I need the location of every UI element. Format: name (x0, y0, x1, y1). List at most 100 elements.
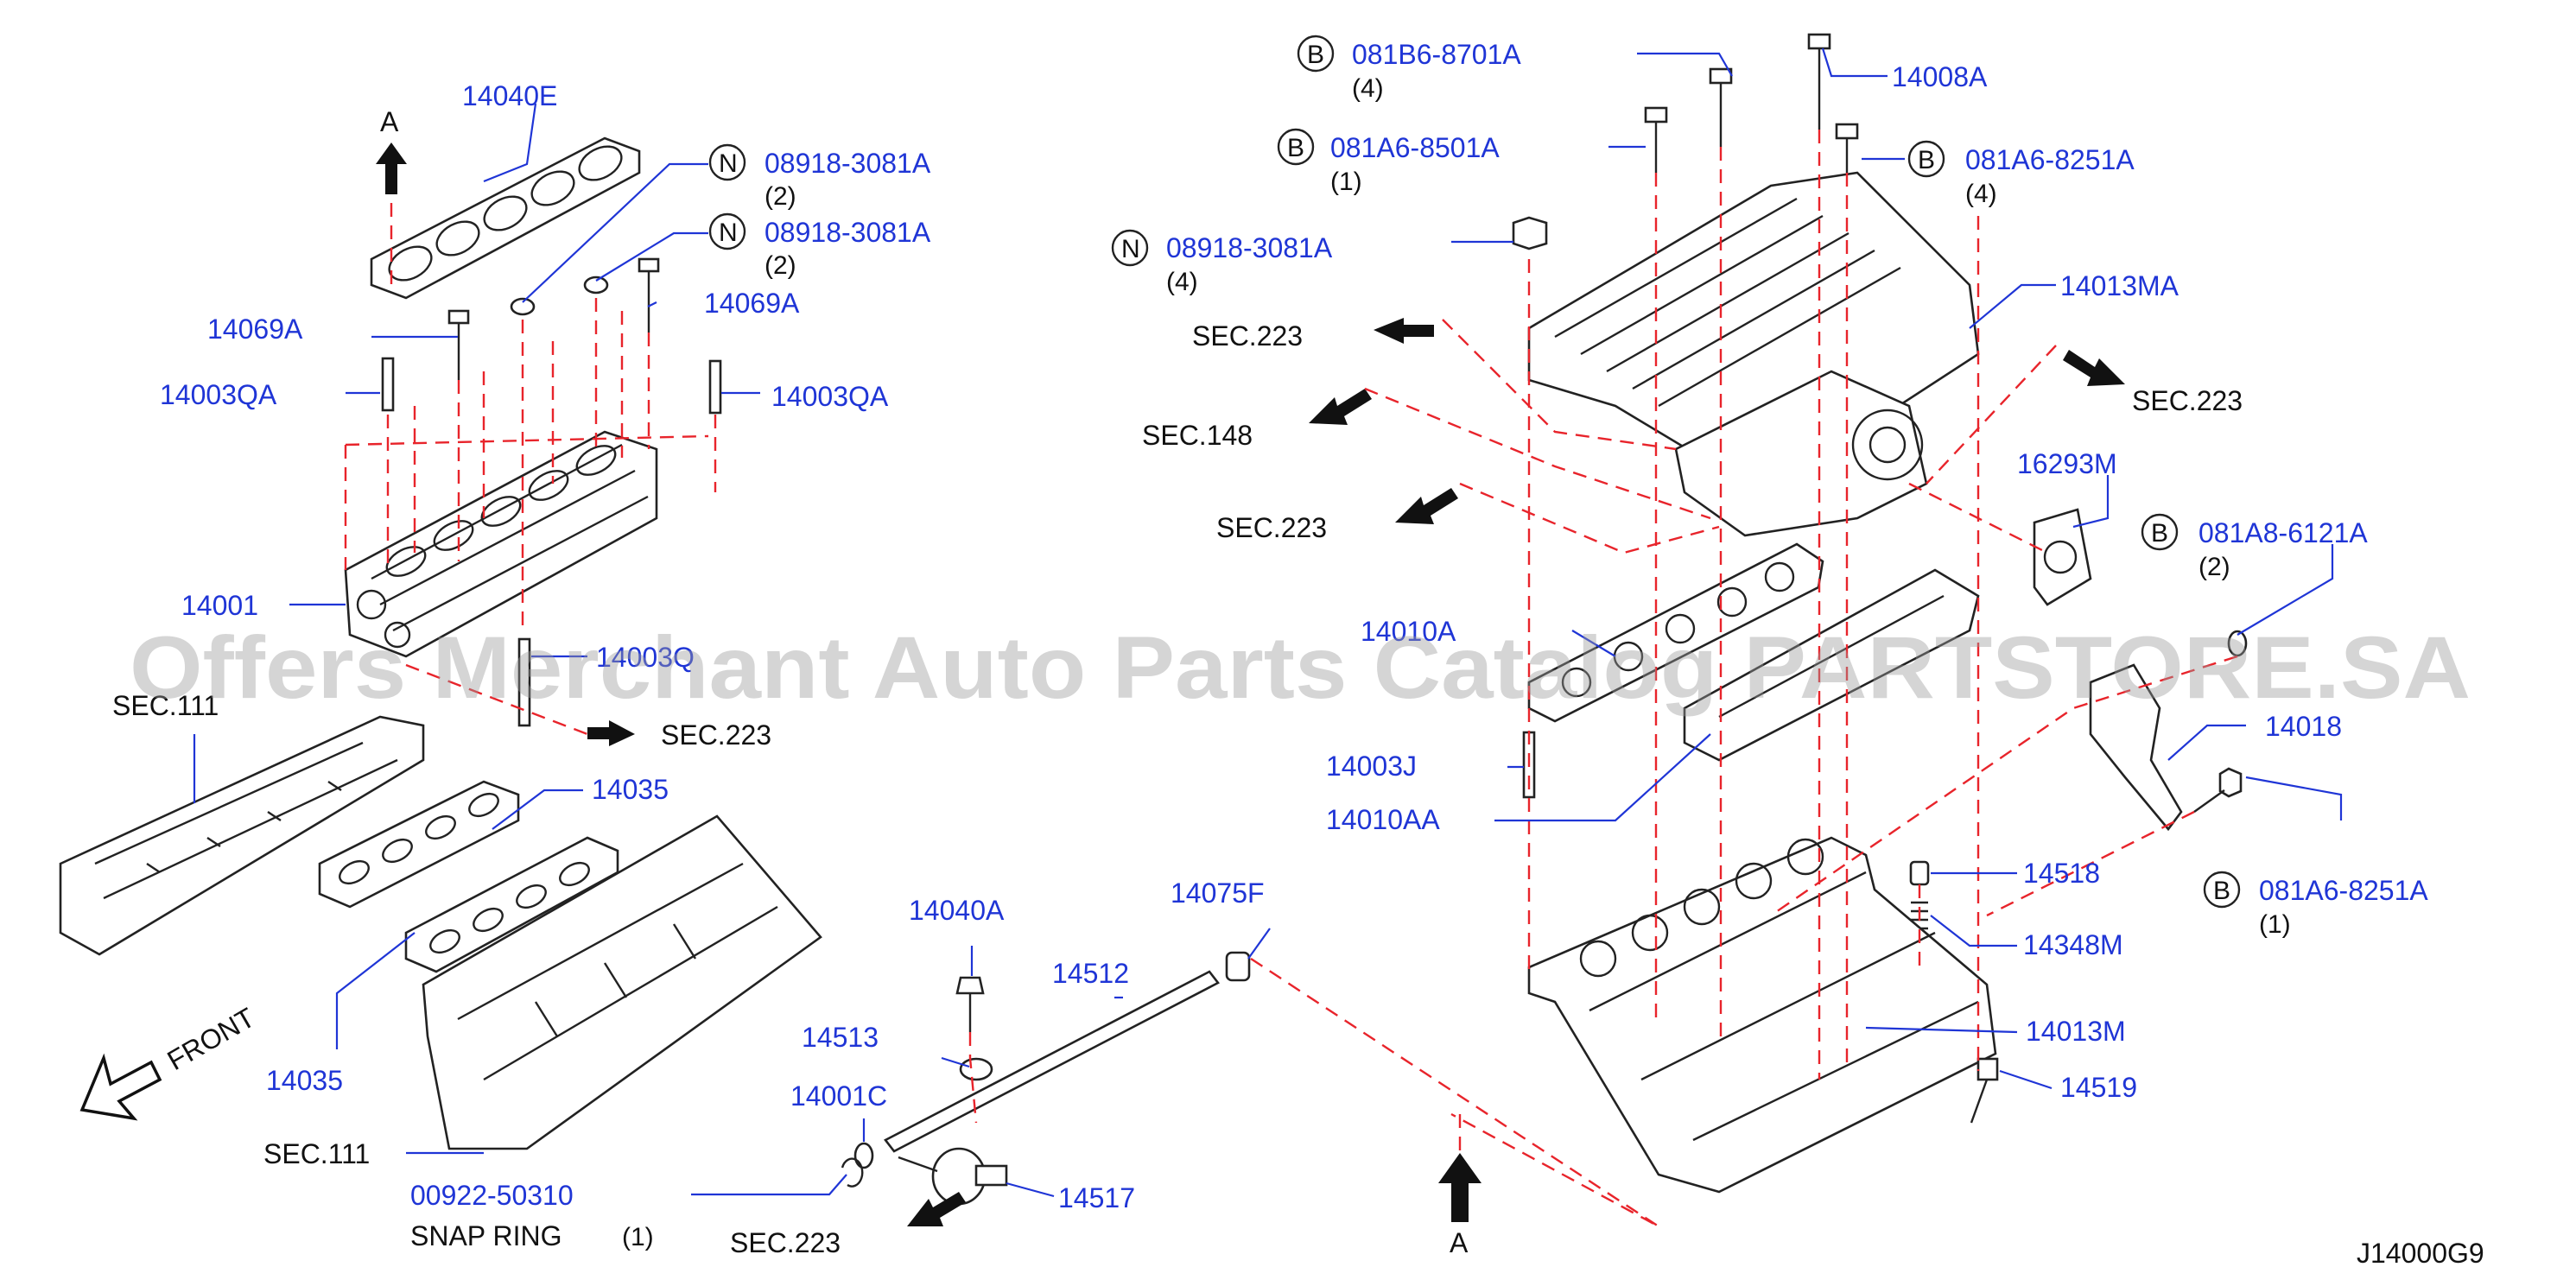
label-14003j[interactable]: 14003J (1326, 751, 1417, 782)
diagram-code: J14000G9 (2357, 1238, 2484, 1269)
label-14003q[interactable]: 14003Q (596, 642, 695, 673)
front-arrow (79, 1053, 162, 1121)
cylinder-head-sec111-upper (59, 715, 425, 956)
badge-b-2 (1277, 128, 1315, 166)
label-14069a-left[interactable]: 14069A (207, 314, 303, 345)
label-14001[interactable]: 14001 (181, 590, 258, 621)
gasket-14040e (370, 136, 641, 300)
badge-b-5 (2203, 871, 2241, 909)
badge-b-1-letter: B (1307, 41, 1324, 69)
qty-081a6-8501a: (1) (1330, 168, 1362, 196)
badge-n-2 (708, 212, 746, 250)
label-arrow-a-right: A (1450, 1227, 1469, 1258)
bolt-14040a (955, 976, 985, 1032)
label-14513[interactable]: 14513 (802, 1022, 879, 1053)
label-081a8-6121a[interactable]: 081A8-6121A (2198, 517, 2368, 548)
cylinder-head-sec111-lower (422, 814, 822, 1150)
label-14035-lower[interactable]: 14035 (266, 1065, 343, 1096)
label-sec223-right-3: SEC.223 (2132, 385, 2243, 416)
washer-14513 (959, 1057, 993, 1081)
leader-lines (193, 48, 2343, 1198)
label-sec223-right-1: SEC.223 (1192, 320, 1303, 352)
bolt-081a6-8251a-top (1835, 123, 1859, 173)
label-snap-ring: SNAP RING (410, 1220, 562, 1251)
nut-08918-left (510, 297, 536, 316)
bolt-081a8-6121a (2227, 630, 2248, 657)
label-08918-3081a-1[interactable]: 08918-3081A (765, 148, 931, 179)
label-00922-50310[interactable]: 00922-50310 (410, 1180, 574, 1211)
label-081a6-8251a-side[interactable]: 081A6-8251A (2259, 875, 2428, 906)
intake-manifold-upper-14013ma (1527, 171, 1980, 537)
qty-081a6-8251a-side: (1) (2259, 910, 2291, 939)
label-14040e[interactable]: 14040E (462, 80, 557, 111)
badge-b-2-letter: B (1287, 134, 1304, 162)
qty-08918-1: (2) (765, 182, 796, 211)
label-14013m[interactable]: 14013M (2026, 1016, 2126, 1047)
label-sec223-left: SEC.223 (661, 719, 771, 751)
actuator-14517 (898, 1147, 1008, 1206)
arrow-a-left (376, 143, 407, 194)
qty-snap-ring: (1) (622, 1223, 654, 1251)
bolt-081b6-8701a (1709, 67, 1733, 147)
badge-n-1-letter: N (719, 149, 738, 178)
label-sec223-bottom: SEC.223 (730, 1227, 841, 1258)
label-14018[interactable]: 14018 (2265, 711, 2342, 742)
qty-081b6: (4) (1352, 74, 1384, 103)
label-14518[interactable]: 14518 (2023, 858, 2100, 889)
intake-manifold-lower-14013m (1527, 836, 1997, 1194)
badge-n-3 (1111, 229, 1149, 267)
qty-081a8: (2) (2198, 553, 2230, 581)
label-16293m[interactable]: 16293M (2017, 448, 2117, 479)
bracket-14018 (2089, 663, 2183, 832)
rod-14512 (884, 970, 1220, 1153)
bolt-14069a-right (638, 257, 660, 333)
stud-14003qa-right (708, 359, 722, 415)
badge-b-3-letter: B (1918, 146, 1935, 174)
qty-08918-3: (4) (1166, 268, 1198, 296)
arrow-a-right (1438, 1153, 1482, 1222)
label-sec111-upper: SEC.111 (112, 690, 219, 721)
label-14001c[interactable]: 14001C (790, 1080, 887, 1112)
label-14040a[interactable]: 14040A (909, 895, 1005, 926)
label-14069a-right[interactable]: 14069A (704, 288, 800, 319)
label-14348m[interactable]: 14348M (2023, 929, 2123, 960)
badge-b-3 (1907, 140, 1945, 178)
bolt-081a6-8501a (1644, 106, 1668, 173)
watermark-text: Offers Merchant Auto Parts Catalog PARTS… (130, 618, 2471, 717)
label-arrow-a-left: A (380, 106, 399, 137)
plug-14518 (1909, 860, 1930, 886)
label-081b6-8701a[interactable]: 081B6-8701A (1352, 39, 1521, 70)
snap-ring-00922 (841, 1157, 864, 1188)
label-14075f[interactable]: 14075F (1171, 877, 1265, 909)
label-14512[interactable]: 14512 (1052, 958, 1129, 989)
label-14519[interactable]: 14519 (2060, 1072, 2137, 1103)
stud-14003q (517, 637, 531, 727)
gasket-14035-upper (318, 780, 520, 909)
label-08918-3081a-2[interactable]: 08918-3081A (765, 217, 931, 248)
badge-n-1 (708, 143, 746, 181)
collector-14001 (344, 430, 658, 658)
label-14010aa[interactable]: 14010AA (1326, 804, 1440, 835)
label-14003qa-right[interactable]: 14003QA (771, 381, 889, 412)
label-14010a[interactable]: 14010A (1361, 616, 1456, 647)
nut-08918-right (583, 276, 609, 295)
qty-08918-2: (2) (765, 251, 796, 280)
bolt-081a6-8251a-side (2193, 767, 2243, 813)
seal-14001c (853, 1142, 874, 1169)
badge-b-4 (2141, 513, 2179, 551)
badge-b-1 (1297, 35, 1335, 73)
label-081a6-8501a[interactable]: 081A6-8501A (1330, 132, 1500, 163)
nut-08918-right-side (1512, 216, 1548, 250)
badge-b-5-letter: B (2213, 877, 2230, 905)
label-081a6-8251a-top[interactable]: 081A6-8251A (1965, 144, 2135, 175)
label-14003qa-left[interactable]: 14003QA (160, 379, 277, 410)
label-sec223-right-2: SEC.223 (1216, 512, 1327, 543)
label-14035-upper[interactable]: 14035 (592, 774, 669, 805)
label-14517[interactable]: 14517 (1058, 1182, 1135, 1213)
badge-n-3-letter: N (1121, 235, 1140, 263)
label-14008a[interactable]: 14008A (1892, 61, 1988, 92)
label-14013ma[interactable]: 14013MA (2060, 270, 2179, 301)
label-08918-3081a-3[interactable]: 08918-3081A (1166, 232, 1333, 263)
